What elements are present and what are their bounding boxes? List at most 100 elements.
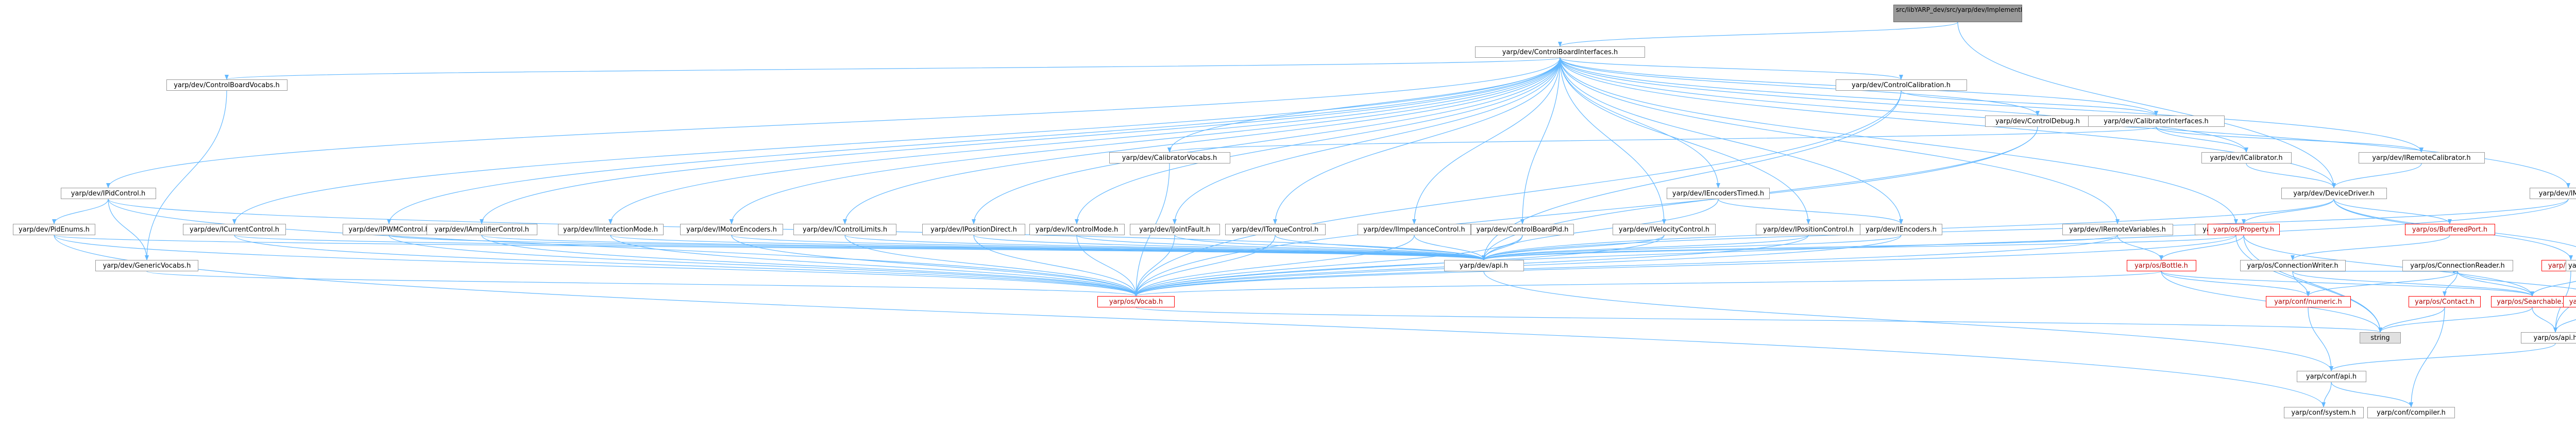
edge-ienc-to-devapi xyxy=(1482,235,1902,260)
edge-iamp-to-devapi xyxy=(481,235,1486,260)
edge-property-to-bottle xyxy=(2159,235,2244,260)
graph-node-icalib[interactable]: yarp/dev/ICalibrator.h xyxy=(2201,152,2292,163)
graph-node-property[interactable]: yarp/os/Property.h xyxy=(2208,224,2280,235)
graph-node-cdebug[interactable]: yarp/dev/ControlDebug.h xyxy=(1985,116,2091,127)
graph-node-vocab[interactable]: yarp/os/Vocab.h xyxy=(1097,296,1175,307)
graph-node-idriver[interactable]: yarp/dev/DeviceDriver.h xyxy=(2281,188,2387,199)
edge-icmode-to-devapi xyxy=(1076,235,1486,260)
edge-bottle-to-searchable xyxy=(2161,271,2534,297)
graph-node-confapi[interactable]: yarp/conf/api.h xyxy=(2296,371,2366,382)
graph-node-iposdir[interactable]: yarp/dev/IPositionDirect.h xyxy=(922,224,1025,235)
graph-node-iamp[interactable]: yarp/dev/IAmplifierControl.h xyxy=(426,224,537,235)
edge-idriver-to-buffport xyxy=(2333,199,2452,224)
edge-iremvars-to-bottle xyxy=(2117,235,2163,260)
edge-cbi-to-ipos xyxy=(1560,57,1810,224)
graph-node-ienctimed[interactable]: yarp/dev/IEncodersTimed.h xyxy=(1667,188,1770,199)
graph-node-genvocabs[interactable]: yarp/dev/GenericVocabs.h xyxy=(95,260,198,271)
graph-node-ccalib[interactable]: yarp/dev/ControlCalibration.h xyxy=(1835,79,1967,91)
graph-node-calibvocabs[interactable]: yarp/dev/CalibratorVocabs.h xyxy=(1109,152,1230,163)
edge-cbi-to-iaxis xyxy=(1560,57,2238,224)
edge-cbvocabs-to-genvocabs xyxy=(145,90,227,260)
graph-node-confcompiler[interactable]: yarp/conf/compiler.h xyxy=(2367,407,2455,418)
edge-icmode-to-vocab xyxy=(1076,235,1138,297)
edge-iremvars-to-devapi xyxy=(1482,235,2118,260)
graph-node-ipwm[interactable]: yarp/dev/IPWMControl.h xyxy=(343,224,435,235)
graph-node-devapi[interactable]: yarp/dev/api.h xyxy=(1444,260,1524,271)
graph-node-root[interactable]: src/libYARP_dev/src/yarp/dev/ImplementEn… xyxy=(1893,5,2022,22)
edge-ienctimed-to-devapi xyxy=(1482,199,1719,260)
edge-ilimits-to-vocab xyxy=(844,235,1138,297)
edge-searchable-to-osapi xyxy=(2532,307,2557,333)
graph-node-iinter[interactable]: yarp/dev/IInteractionMode.h xyxy=(557,224,664,235)
edge-buffport-to-connwriter xyxy=(2291,235,2450,260)
edge-contact-to-confcompiler xyxy=(2409,307,2445,407)
graph-node-icmode[interactable]: yarp/dev/IControlMode.h xyxy=(1029,224,1125,235)
edge-iinter-to-devapi xyxy=(610,235,1486,260)
edge-cdebug-to-vocab xyxy=(1134,126,2038,297)
edge-iinter-to-vocab xyxy=(610,235,1138,297)
edge-ipid-to-pidenums xyxy=(52,199,109,224)
graph-node-ilimits[interactable]: yarp/dev/IControlLimits.h xyxy=(793,224,896,235)
graph-node-icbpid[interactable]: yarp/dev/ControlBoardPid.h xyxy=(1471,224,1574,235)
graph-node-cbi[interactable]: yarp/dev/ControlBoardInterfaces.h xyxy=(1475,46,1645,58)
graph-node-bottle[interactable]: yarp/os/Bottle.h xyxy=(2126,260,2196,271)
graph-node-calibif[interactable]: yarp/dev/CalibratorInterfaces.h xyxy=(2088,116,2225,127)
edge-ccalib-to-vocab xyxy=(1134,90,1902,297)
graph-node-confsystem[interactable]: yarp/conf/system.h xyxy=(2283,407,2364,418)
edge-ipid-to-genvocabs xyxy=(108,199,149,260)
edge-cbi-to-iposdir xyxy=(972,57,1561,224)
edge-cbi-to-icurrent xyxy=(232,57,1561,224)
graph-node-string[interactable]: string xyxy=(2360,332,2401,343)
edge-osapi-to-confapi xyxy=(2329,343,2556,371)
edge-iaxis-to-vocab xyxy=(1134,235,2236,297)
edge-bytes-to-osapi xyxy=(2553,319,2576,333)
graph-node-imotor[interactable]: yarp/dev/IMotor.h xyxy=(2530,188,2576,199)
edge-cbi-to-ipwm xyxy=(387,57,1561,224)
graph-node-iconfig[interactable]: yarp/os/IConfig.h xyxy=(2566,260,2576,271)
graph-node-ipos[interactable]: yarp/dev/IPositionControl.h xyxy=(1755,224,1861,235)
graph-node-searchable[interactable]: yarp/os/Searchable.h xyxy=(2491,296,2573,307)
graph-node-ivel[interactable]: yarp/dev/IVelocityControl.h xyxy=(1613,224,1716,235)
edge-cbi-to-ijfault xyxy=(1173,57,1561,224)
edge-icurrent-to-vocab xyxy=(234,235,1138,297)
edge-ienctimed-to-ienc xyxy=(1718,199,1903,224)
edge-imotenc-to-devapi xyxy=(731,235,1486,260)
graph-node-connreader[interactable]: yarp/os/ConnectionReader.h xyxy=(2402,260,2513,271)
edge-ijfault-to-vocab xyxy=(1134,235,1175,297)
graph-node-ijfault[interactable]: yarp/dev/IJointFault.h xyxy=(1129,224,1220,235)
edge-cbi-to-iinter xyxy=(608,57,1561,224)
edge-itorque-to-devapi xyxy=(1275,235,1486,260)
graph-node-cbvocabs[interactable]: yarp/dev/ControlBoardVocabs.h xyxy=(166,79,287,91)
graph-node-buffport[interactable]: yarp/os/BufferedPort.h xyxy=(2404,224,2495,235)
edge-cbi-to-ipid xyxy=(106,57,1561,188)
edge-cbi-to-cdebug xyxy=(1560,57,2040,116)
graph-node-connwriter[interactable]: yarp/os/ConnectionWriter.h xyxy=(2240,260,2346,271)
graph-node-iremvars[interactable]: yarp/dev/IRemoteVariables.h xyxy=(2062,224,2173,235)
graph-node-imotenc[interactable]: yarp/dev/IMotorEncoders.h xyxy=(680,224,783,235)
edge-icalib-to-idriver xyxy=(2246,163,2336,188)
graph-node-icurrent[interactable]: yarp/dev/ICurrentControl.h xyxy=(183,224,286,235)
graph-node-numeric[interactable]: yarp/conf/numeric.h xyxy=(2265,296,2351,307)
edge-cbi-to-icbpid xyxy=(1520,57,1561,224)
edge-connreader-to-numeric xyxy=(2306,271,2458,297)
edge-iconfig-to-osapi xyxy=(2553,301,2576,333)
edge-connreader-to-bytes xyxy=(2457,271,2576,290)
edge-ccalib-to-calibif xyxy=(1901,90,2158,116)
graph-node-ienc[interactable]: yarp/dev/IEncoders.h xyxy=(1860,224,1942,235)
graph-node-iremcalib[interactable]: yarp/dev/IRemoteCalibrator.h xyxy=(2358,152,2485,163)
edge-confapi-to-confsystem xyxy=(2321,382,2332,407)
edge-iimped-to-vocab xyxy=(1134,235,1415,297)
edge-vocab-to-string xyxy=(1136,307,2382,333)
edge-numeric-to-confapi xyxy=(2308,307,2333,371)
graph-node-bytes[interactable]: yarp/os/Bytes.h xyxy=(2563,296,2576,307)
graph-node-itorque[interactable]: yarp/dev/ITorqueControl.h xyxy=(1225,224,1326,235)
edge-cbi-to-imotenc xyxy=(730,57,1561,224)
graph-node-pidenums[interactable]: yarp/dev/PidEnums.h xyxy=(13,224,95,235)
edge-calibif-to-calibvocabs xyxy=(1167,126,2157,153)
edge-root-to-cbi xyxy=(1558,22,1958,47)
graph-node-iimped[interactable]: yarp/dev/IImpedanceControl.h xyxy=(1358,224,1471,235)
graph-node-osapi[interactable]: yarp/os/api.h xyxy=(2520,332,2576,343)
edge-ipwm-to-vocab xyxy=(388,235,1138,297)
graph-node-ipid[interactable]: yarp/dev/IPidControl.h xyxy=(60,188,156,199)
graph-node-contact[interactable]: yarp/os/Contact.h xyxy=(2409,296,2481,307)
